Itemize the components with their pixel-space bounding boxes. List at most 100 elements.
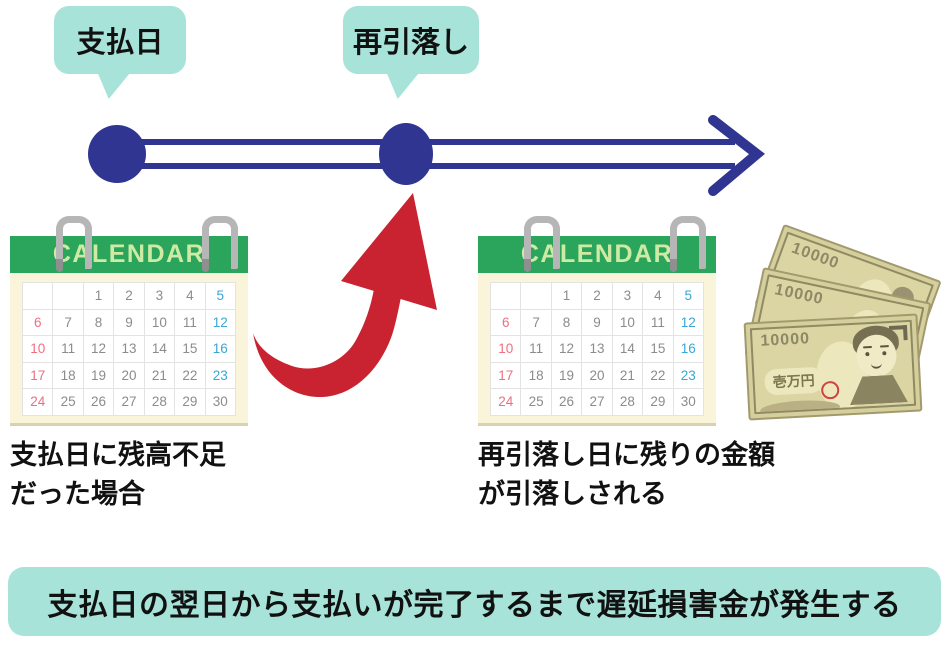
calendar-day-cell: 14 — [144, 336, 175, 362]
calendar-day-cell: 3 — [612, 283, 643, 309]
calendar-title: CALENDAR — [520, 240, 674, 268]
calendar-day-cell: 10 — [23, 336, 53, 362]
payment-day-label: 支払日 — [76, 27, 164, 59]
calendar-day-cell: 14 — [612, 336, 643, 362]
banknote-denomination-cloud: 壱万円 — [764, 366, 824, 396]
calendar-day-cell: 11 — [643, 309, 673, 335]
calendar-day-cell: 30 — [205, 389, 235, 415]
calendar-day-cell — [23, 283, 53, 309]
calendar-day-cell: 10 — [144, 309, 175, 335]
calendar-day-cell: 15 — [175, 336, 205, 362]
banknote-amount: 10000 — [773, 281, 826, 309]
calendar-day-cell: 19 — [551, 362, 582, 388]
money-bills: 10000 10000 10000 壱万円 — [742, 223, 950, 434]
caption-line: 支払日に残高不足 — [10, 440, 226, 470]
calendar-day-cell: 9 — [114, 309, 144, 335]
timeline-arrowhead-icon — [708, 115, 765, 196]
calendar-day-cell: 18 — [53, 362, 83, 388]
calendar-day-cell: 23 — [205, 362, 235, 388]
calendar-day-cell: 15 — [643, 336, 673, 362]
calendar-day-cell: 26 — [83, 389, 114, 415]
calendar-day-cell: 13 — [582, 336, 612, 362]
banknote-front: 10000 壱万円 — [743, 313, 923, 421]
calendar-day-cell: 12 — [551, 336, 582, 362]
calendar-day-cell: 3 — [144, 283, 175, 309]
calendar-day-cell: 2 — [114, 283, 144, 309]
calendar-day-cell: 8 — [551, 309, 582, 335]
calendar-day-cell: 21 — [612, 362, 643, 388]
calendar-day-cell: 22 — [643, 362, 673, 388]
calendar-day-cell: 27 — [582, 389, 612, 415]
calendar-day-cell: 20 — [114, 362, 144, 388]
calendar-day-cell: 6 — [23, 309, 53, 335]
calendar-day-cell: 29 — [643, 389, 673, 415]
calendar-day-cell: 2 — [582, 283, 612, 309]
banknote-hill-motif — [759, 398, 841, 415]
calendar-day-cell: 18 — [521, 362, 551, 388]
calendar-day-cell: 28 — [144, 389, 175, 415]
redebit-label: 再引落し — [352, 27, 469, 59]
calendar-day-cell: 27 — [114, 389, 144, 415]
calendar-day-cell: 12 — [205, 309, 235, 335]
banknote-panel: 10000 壱万円 — [749, 319, 917, 415]
calendar-day-cell: 29 — [175, 389, 205, 415]
calendar-day-cell: 9 — [582, 309, 612, 335]
calendar-day-cell: 11 — [521, 336, 551, 362]
calendar-day-cell: 5 — [205, 283, 235, 309]
calendar-title: CALENDAR — [52, 240, 206, 268]
calendar-day-cell: 8 — [83, 309, 114, 335]
calendar-ring-icon — [670, 216, 706, 272]
calendar-day-cell: 5 — [673, 283, 703, 309]
portrait-icon — [846, 324, 908, 405]
calendar-day-cell: 24 — [23, 389, 53, 415]
calendar-day-cell: 12 — [83, 336, 114, 362]
caption-line: だった場合 — [10, 479, 145, 509]
calendar-day-cell: 28 — [612, 389, 643, 415]
caption-line: が引落しされる — [478, 479, 667, 509]
calendar-day-cell: 16 — [673, 336, 703, 362]
banknote-amount: 10000 — [760, 330, 811, 350]
calendar-ring-icon — [524, 216, 560, 272]
calendar-day-cell: 1 — [83, 283, 114, 309]
calendar-day-cell: 11 — [53, 336, 83, 362]
late-fee-banner: 支払日の翌日から支払いが完了するまで遅延損害金が発生する — [8, 567, 941, 636]
calendar-day-cell: 30 — [673, 389, 703, 415]
late-fee-banner-text: 支払日の翌日から支払いが完了するまで遅延損害金が発生する — [47, 588, 902, 622]
redebit-dot — [379, 123, 433, 185]
calendar-day-cell: 24 — [491, 389, 521, 415]
payment-day-dot — [88, 125, 146, 183]
calendar-day-cell: 17 — [491, 362, 521, 388]
calendar-day-cell: 19 — [83, 362, 114, 388]
calendar-day-cell — [491, 283, 521, 309]
calendar-day-cell: 7 — [53, 309, 83, 335]
calendar-day-cell: 22 — [175, 362, 205, 388]
calendar-day-cell: 13 — [114, 336, 144, 362]
calendar-day-cell: 11 — [175, 309, 205, 335]
caption-line: 再引落し日に残りの金額 — [478, 440, 775, 470]
calendar-day-cell — [53, 283, 83, 309]
calendar-day-cell: 23 — [673, 362, 703, 388]
calendar-day-cell: 6 — [491, 309, 521, 335]
calendar-day-cell: 1 — [551, 283, 582, 309]
portrait-torso — [849, 374, 908, 405]
calendar-day-cell: 10 — [612, 309, 643, 335]
calendar-day-cell: 16 — [205, 336, 235, 362]
payment-day-bubble: 支払日 — [54, 6, 186, 99]
calendar-day-cell: 20 — [582, 362, 612, 388]
payment-day-caption: 支払日に残高不足 だった場合 — [10, 436, 226, 514]
calendar-day-cell: 4 — [175, 283, 205, 309]
calendar-day-cell: 25 — [53, 389, 83, 415]
calendar-day-cell — [521, 283, 551, 309]
calendar-day-cell: 4 — [643, 283, 673, 309]
calendar-day-cell: 25 — [521, 389, 551, 415]
redebit-curved-arrow-icon — [253, 193, 437, 398]
calendar-ring-icon — [202, 216, 238, 272]
